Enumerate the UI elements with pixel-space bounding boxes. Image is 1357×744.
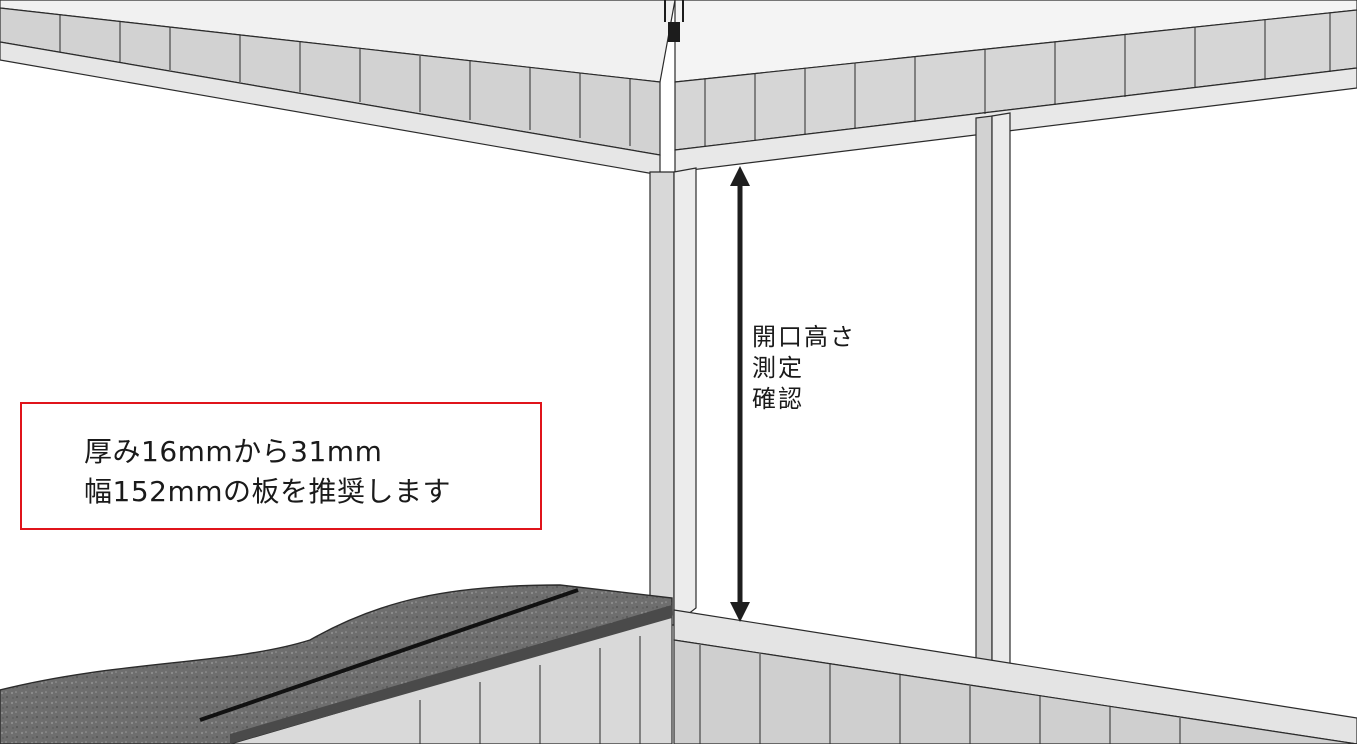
recommendation-line-1: 厚み16mmから31mm: [84, 435, 383, 468]
recommendation-line-2: 幅152mmの板を推奨します: [84, 475, 451, 508]
right-upright-post: [975, 112, 1011, 678]
label-line-1: 開口高さ: [752, 323, 856, 351]
bottom-rail: [673, 609, 1357, 744]
recommendation-callout: 厚み16mmから31mm 幅152mmの板を推奨します: [20, 402, 542, 530]
label-line-2: 測定: [752, 354, 804, 382]
corner-post: [649, 167, 697, 627]
stone-counter: [0, 584, 673, 744]
hanger-bracket-icon: [664, 0, 684, 42]
upper-right-cladding: [674, 9, 1357, 173]
opening-height-label: 開口高さ 測定 確認: [752, 322, 856, 415]
label-line-3: 確認: [752, 385, 804, 413]
upper-left-cladding: [0, 7, 661, 176]
